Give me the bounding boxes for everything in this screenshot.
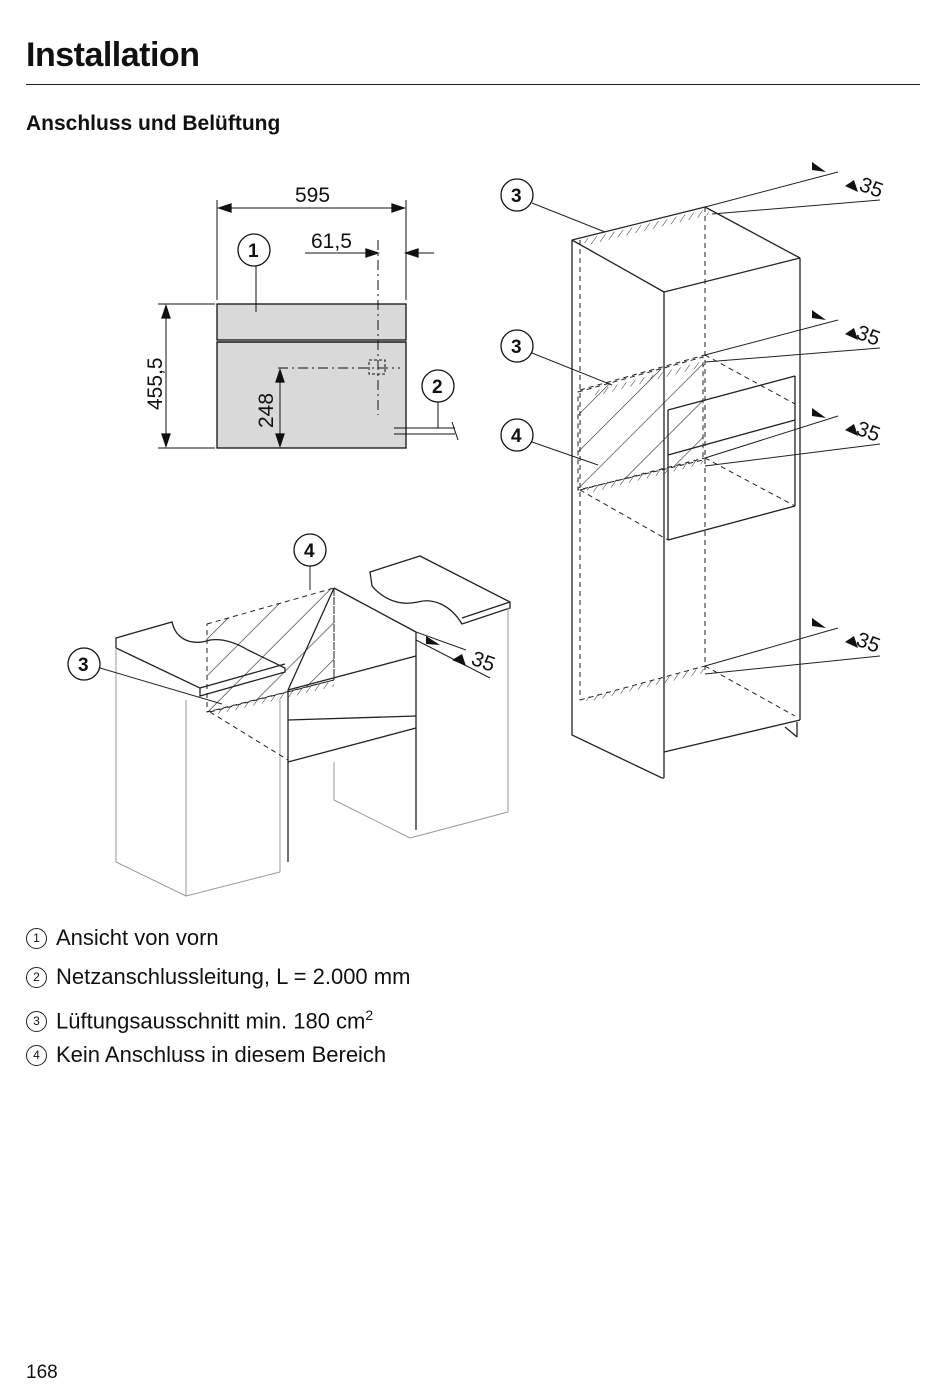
legend-text: Ansicht von vorn <box>56 925 219 950</box>
callout-3-top: 3 <box>500 178 606 233</box>
legend-item: 1 Ansicht von vorn <box>26 918 410 957</box>
dimension-offset-label: 61,5 <box>311 230 352 253</box>
svg-text:1: 1 <box>248 241 259 262</box>
svg-text:3: 3 <box>511 337 522 358</box>
legend-number: 2 <box>26 967 47 988</box>
gap-label-bottom: 35 <box>853 628 883 658</box>
legend-number: 3 <box>26 1011 47 1033</box>
svg-text:3: 3 <box>511 186 522 207</box>
title-divider <box>26 84 920 85</box>
page-number: 168 <box>26 1362 58 1383</box>
under-counter-cabinet <box>115 555 511 897</box>
legend-superscript: 2 <box>365 1007 374 1023</box>
svg-text:4: 4 <box>511 426 522 447</box>
installation-diagram: 595 61,5 455,5 248 1 2 <box>67 162 886 897</box>
gap-label-niche-top: 35 <box>853 321 883 351</box>
callout-3-under: 3 <box>67 647 223 705</box>
legend-number: 1 <box>26 928 47 949</box>
dimension-height-label: 455,5 <box>144 357 167 410</box>
legend-text: Kein Anschluss in diesem Bereich <box>56 1042 387 1067</box>
callout-2: 2 <box>421 369 455 403</box>
svg-text:4: 4 <box>304 541 315 562</box>
callout-1: 1 <box>237 233 271 267</box>
svg-text:3: 3 <box>78 655 89 676</box>
gap-label-niche-bottom: 35 <box>853 417 883 447</box>
legend-number: 4 <box>26 1045 47 1066</box>
section-title: Anschluss und Belüftung <box>26 112 281 135</box>
legend-text: Lüftungsausschnitt min. 180 cm <box>56 1008 366 1034</box>
gap-label-top: 35 <box>856 173 886 203</box>
svg-text:2: 2 <box>432 377 443 398</box>
tall-cabinet <box>571 171 881 779</box>
legend-item: 4 Kein Anschluss in diesem Bereich <box>26 1035 410 1074</box>
legend-item: 2 Netzanschlussleitung, L = 2.000 mm <box>26 957 410 996</box>
gap-label-under-counter: 35 <box>468 647 498 677</box>
callout-4-niche: 4 <box>500 418 599 466</box>
dimension-arrows-under <box>426 636 466 666</box>
page-title: Installation <box>26 36 200 74</box>
legend-item: 3 Lüftungsausschnitt min. 180 cm2 <box>26 996 410 1035</box>
dimension-width-label: 595 <box>295 184 330 207</box>
callout-4-under: 4 <box>293 533 327 590</box>
dimension-socket-height-label: 248 <box>255 393 278 428</box>
front-view <box>158 200 459 449</box>
legend-text: Netzanschlussleitung, L = 2.000 mm <box>56 964 411 989</box>
figure-legend: 1 Ansicht von vorn 2 Netzanschlussleitung,… <box>26 918 410 1074</box>
dimension-arrows-tall <box>812 162 858 648</box>
callout-3-niche: 3 <box>500 329 613 386</box>
